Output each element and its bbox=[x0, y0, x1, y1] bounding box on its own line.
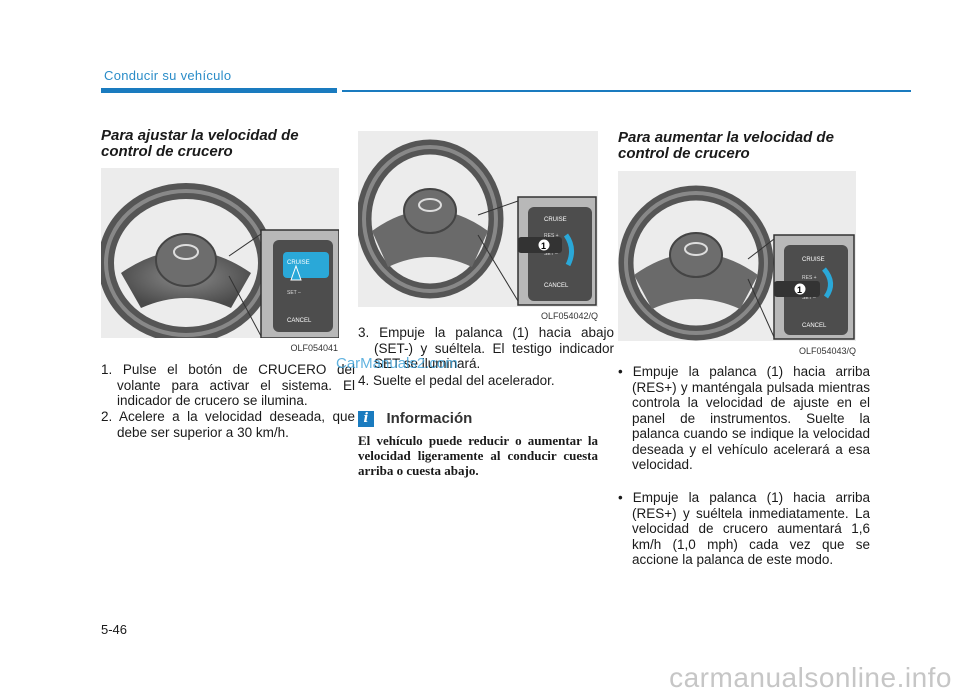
info-body: El vehículo puede reducir o aumentar la … bbox=[358, 433, 598, 478]
figure-code-1: OLF054041 bbox=[290, 343, 338, 353]
section-title: Conducir su vehículo bbox=[104, 68, 232, 83]
up-curve-arrow-icon bbox=[822, 267, 833, 299]
up-arrow-icon bbox=[290, 264, 302, 281]
label-set-2: SET – bbox=[544, 251, 558, 257]
label-cancel-2: CANCEL bbox=[544, 283, 569, 289]
header-rule-thick bbox=[101, 88, 337, 93]
label-cancel: CANCEL bbox=[287, 318, 312, 324]
steering-wheel-illustration-2: CRUISE RES + SET – CANCEL 1 bbox=[358, 139, 597, 306]
watermark-carmanuals2: CarManuals2.com bbox=[336, 355, 458, 372]
steering-wheel-illustration-3: CRUISE RES + SET – CANCEL 1 bbox=[618, 185, 855, 341]
label-res-2: RES + bbox=[544, 233, 559, 239]
list-item-2: 2. Acelere a la velocidad deseada, que d… bbox=[101, 409, 355, 440]
info-box-header: i Información bbox=[358, 410, 472, 428]
info-title: Información bbox=[386, 410, 473, 428]
heading-aumentar-velocidad: Para aumentar la velocidad de control de… bbox=[618, 129, 834, 162]
figure-steering-wheel-3: CRUISE RES + SET – CANCEL 1 bbox=[618, 171, 856, 341]
header-rule-thin bbox=[342, 90, 911, 92]
bullet-item-2: • Empuje la palanca (1) hacia arriba (RE… bbox=[618, 490, 870, 567]
bullet-item-1: • Empuje la palanca (1) hacia arriba (RE… bbox=[618, 364, 870, 472]
page-number: 5-46 bbox=[101, 622, 128, 637]
list-item-4: 4. Suelte el pedal del acelerador. bbox=[358, 373, 555, 388]
list-item-3: 3. Empuje la palanca (1) hacia abajo (SE… bbox=[358, 325, 614, 371]
list-item-1: 1. Pulse el botón de CRUCERO del volante… bbox=[101, 362, 355, 408]
figure-steering-wheel-2: CRUISE RES + SET – CANCEL 1 bbox=[358, 131, 598, 307]
figure-code-3: OLF054043/Q bbox=[798, 346, 856, 356]
figure-steering-wheel-1: CRUISE SET – CANCEL bbox=[101, 168, 339, 338]
label-res-3: RES + bbox=[802, 275, 817, 281]
label-set-3: SET – bbox=[802, 295, 816, 301]
heading-ajustar-velocidad: Para ajustar la velocidad de control de … bbox=[101, 127, 299, 160]
label-cruise-2: CRUISE bbox=[544, 217, 567, 223]
callout-1: 1 bbox=[541, 241, 546, 251]
steering-wheel-illustration: CRUISE SET – CANCEL bbox=[101, 183, 339, 338]
callout-1-b: 1 bbox=[797, 285, 802, 295]
label-cancel-3: CANCEL bbox=[802, 323, 827, 329]
label-set: SET – bbox=[287, 290, 301, 296]
footer-watermark: carmanualsonline.info bbox=[669, 662, 952, 693]
figure-code-2: OLF054042/Q bbox=[540, 311, 598, 321]
down-arrow-icon bbox=[563, 233, 574, 267]
label-cruise: CRUISE bbox=[287, 260, 310, 266]
label-cruise-3: CRUISE bbox=[802, 257, 825, 263]
info-icon: i bbox=[358, 410, 374, 427]
